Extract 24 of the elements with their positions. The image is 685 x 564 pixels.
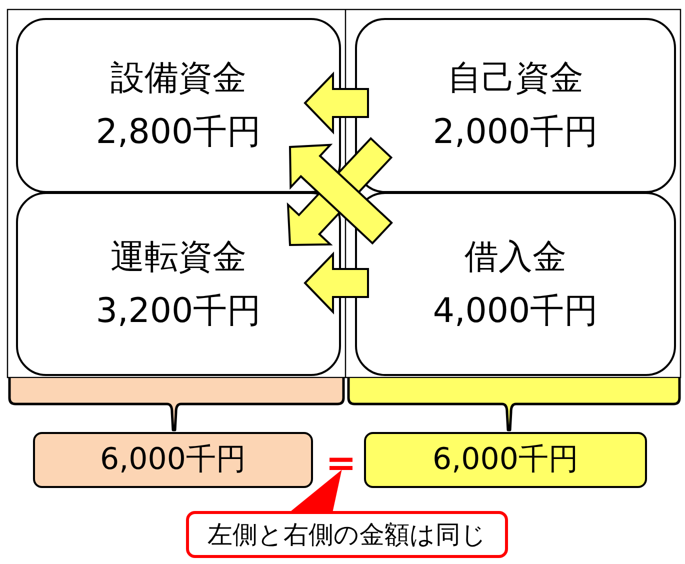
amount-text: 6,000千円 xyxy=(100,442,246,478)
curly-brace xyxy=(8,376,345,432)
total-box xyxy=(364,432,647,488)
heading-text: 借入金 xyxy=(464,236,566,278)
rounded-card xyxy=(16,18,341,193)
rounded-card xyxy=(16,192,341,376)
heading-text: 運転資金 xyxy=(110,236,246,278)
total-box xyxy=(33,432,313,488)
block-arrow xyxy=(304,252,369,314)
rounded-card xyxy=(355,192,676,376)
amount-text: 6,000千円 xyxy=(432,442,578,478)
amount-text: 4,000千円 xyxy=(432,290,598,332)
heading-text: 自己資金 xyxy=(448,58,584,99)
equals-sign: ＝ xyxy=(319,449,363,475)
amount-text: 2,000千円 xyxy=(432,112,598,153)
heading-text: 設備資金 xyxy=(110,58,246,99)
rounded-card xyxy=(355,18,676,193)
callout-box xyxy=(186,511,508,558)
callout-text: 左側と右側の金額は同じ xyxy=(208,520,486,550)
amount-text: 2,800千円 xyxy=(96,112,262,153)
amount-text: 3,200千円 xyxy=(96,290,262,332)
block-arrow xyxy=(304,72,369,134)
curly-brace xyxy=(347,376,681,432)
callout-pointer xyxy=(288,470,342,513)
